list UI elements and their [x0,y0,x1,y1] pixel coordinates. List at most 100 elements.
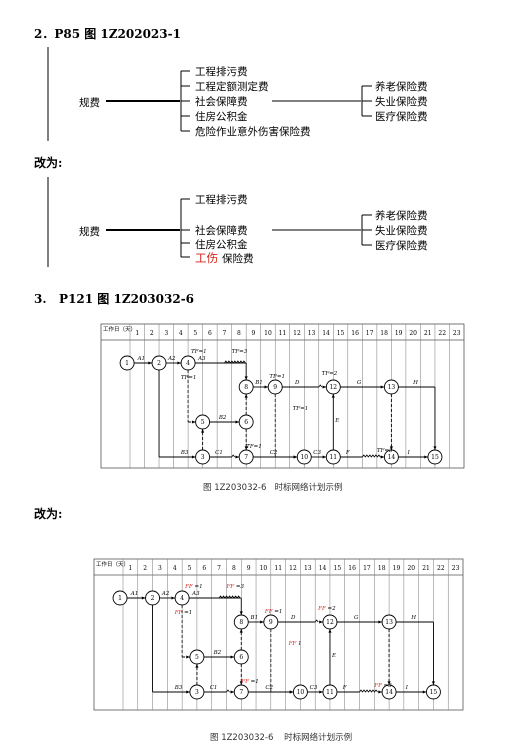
float-wave [226,689,230,693]
event-node [322,684,338,700]
event-node [325,379,341,395]
day-number: 12 [293,330,301,337]
event-node [381,614,397,630]
arrow-head [387,681,391,685]
arrow-head [422,690,427,694]
event-node [296,449,312,465]
event-node-number: 7 [239,689,243,696]
arrow-head [331,394,335,398]
day-number: 8 [237,330,241,337]
activity-label: A3 [191,591,200,597]
event-node [322,614,338,630]
event-node-number: 13 [385,619,393,626]
arrow-head [235,420,240,424]
activity-label: G [354,615,359,621]
activity-label: F [342,685,347,691]
arrow-head [239,629,243,633]
event-node-number: 9 [273,384,277,391]
day-number: 3 [158,565,162,572]
arrow-head [289,690,294,694]
arrow-head [380,385,385,389]
day-number: 13 [308,330,316,337]
tree-sub-item: 医疗保险费 [375,111,428,123]
event-node-number: 5 [201,419,205,426]
arrow-head [235,455,240,459]
header-label: 工作日（天） [103,325,136,333]
event-node-number: 6 [244,419,248,426]
event-node-number: 7 [244,454,248,461]
arrow-head [230,655,235,659]
day-number: 9 [252,330,256,337]
event-node [238,449,254,465]
section-heading-p121: 3. P121 图 1Z203032-6 [34,292,195,306]
activity-label: A2 [167,356,176,362]
day-number: 18 [378,565,386,572]
arrow-head [322,455,327,459]
float-label: TF=1 [191,349,207,355]
day-number: 8 [232,565,236,572]
activity-label: I [405,685,409,691]
day-number: 11 [274,565,282,572]
arrow-head [177,361,182,365]
activity-label: C3 [310,685,318,691]
event-node-number: 14 [385,689,393,696]
day-number: 6 [202,565,206,572]
event-node [233,649,249,665]
event-node-number: 10 [300,454,308,461]
float-label-revised: FF [240,679,249,685]
day-number: 4 [179,330,183,337]
event-node-number: 3 [195,689,199,696]
day-number: 17 [366,330,374,337]
event-node [325,449,341,465]
activity-label: B2 [218,415,227,421]
activity-label: C1 [210,685,218,691]
day-number: 22 [437,565,445,572]
event-node [233,614,249,630]
day-number: 14 [319,565,327,572]
arrow-head [239,611,243,615]
day-number: 6 [208,330,212,337]
float-label: FF =3 [373,683,392,689]
grid-frame [93,558,464,711]
event-node-number: 14 [388,454,396,461]
day-number: 16 [348,565,356,572]
fee-tree-revised [47,177,372,267]
arrow-head [389,446,393,450]
event-node [381,684,397,700]
event-node-number: 12 [326,619,334,626]
day-number: 12 [289,565,297,572]
arrow-head [378,620,383,624]
tree-sub-item: 失业保险费 [375,96,428,108]
float-wave [224,360,246,364]
tree-item: 社会保障费 [195,96,248,108]
event-node [263,614,279,630]
float-label-revised: FF [184,584,193,590]
float-label: FF 1 [288,641,302,647]
revised-suffix: 保险费 [222,253,254,265]
event-node [292,684,308,700]
event-node [151,355,167,371]
day-number: 9 [247,565,251,572]
event-node [112,590,128,606]
arrow-head [186,690,190,694]
revised-highlight: 工伤 [195,251,218,265]
event-node-number: 9 [269,619,273,626]
day-number: 10 [264,330,272,337]
tree-root-label: 规费 [79,226,100,238]
activity-label: B1 [254,380,263,386]
event-node [174,590,190,606]
day-number: 23 [452,565,460,572]
tree-sub-item: 失业保险费 [375,225,428,237]
arrow-head [244,446,248,450]
event-node-number: 3 [201,454,205,461]
event-node [383,449,399,465]
arrow-head [171,596,176,600]
day-number: 7 [217,565,221,572]
arrow-head [319,690,323,694]
day-number: 5 [188,565,192,572]
event-node [189,649,205,665]
arrow-head [328,629,332,633]
activity-label: H [410,615,416,621]
tree-item: 工程定额测定费 [195,81,269,93]
